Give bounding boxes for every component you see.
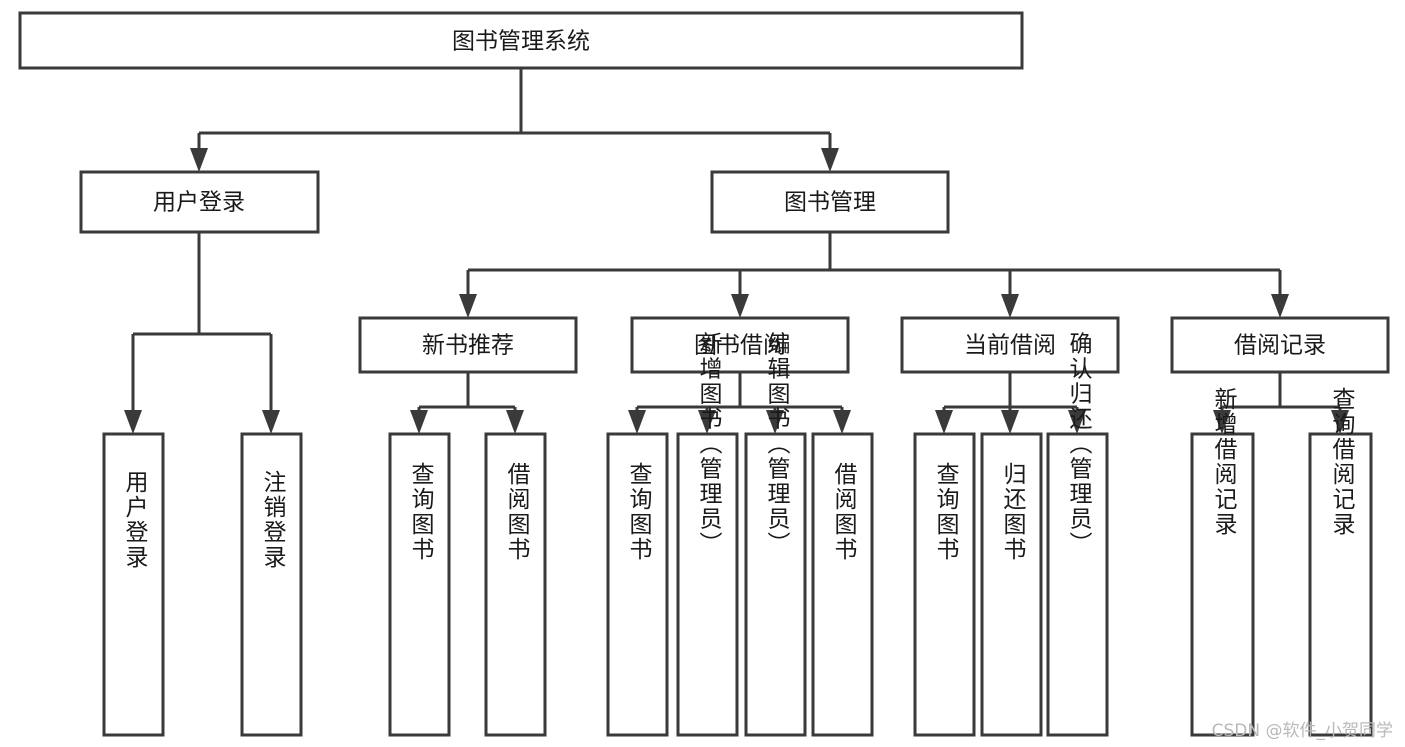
arrow-to-book-manage [821,148,839,172]
node-leaf-add-book[interactable]: 新增图书（管理员） [676,332,739,737]
arrow-to-current-borrow [1001,294,1019,318]
node-leaf-user-login-label: 用户登录 [121,470,149,570]
node-new-book-recommend[interactable]: 新书推荐 [358,316,578,374]
node-leaf-query-book-1-label: 查询图书 [407,462,435,562]
node-leaf-add-record[interactable]: 新增借阅记录 [1190,387,1255,737]
node-leaf-borrow-book-2-box[interactable] [811,432,874,737]
node-book-borrow-box[interactable] [630,316,850,374]
node-leaf-add-record-box[interactable] [1190,432,1255,737]
node-leaf-add-book-label: 新增图书（管理员） [695,332,723,557]
node-leaf-query-book-1[interactable]: 查询图书 [388,432,451,737]
node-leaf-borrow-book-2[interactable]: 借阅图书 [811,432,874,737]
arrow-leaf-query-record [1331,410,1349,434]
node-leaf-query-book-1-box[interactable] [388,432,451,737]
arrow-leaf-query-book-3 [935,410,953,434]
arrow-to-new-book [459,294,477,318]
node-book-manage[interactable]: 图书管理 [710,170,950,234]
node-leaf-borrow-book-2-label: 借阅图书 [830,462,858,562]
node-leaf-borrow-book-1-label: 借阅图书 [503,462,531,562]
node-leaf-query-book-2[interactable]: 查询图书 [606,432,669,737]
node-leaf-logout-label: 注销登录 [259,470,287,570]
node-book-borrow[interactable]: 图书借阅 [630,316,850,374]
node-borrow-record[interactable]: 借阅记录 [1170,316,1390,374]
arrow-leaf-return-book [1001,410,1019,434]
node-leaf-query-book-3[interactable]: 查询图书 [913,432,976,737]
node-new-book-recommend-box[interactable] [358,316,578,374]
arrow-to-borrow-record [1271,294,1289,318]
node-leaf-logout[interactable]: 注销登录 [240,432,303,737]
arrow-leaf-borrow-book-2 [833,410,851,434]
arrow-leaf-add-book [698,410,716,434]
node-leaf-user-login-box[interactable] [102,432,165,737]
node-leaf-user-login[interactable]: 用户登录 [102,432,165,737]
node-borrow-record-box[interactable] [1170,316,1390,374]
node-leaf-logout-box[interactable] [240,432,303,737]
node-book-borrow-label: 图书借阅 [694,333,786,359]
node-leaf-confirm-return[interactable]: 确认归还（管理员） [1046,332,1109,737]
node-root-box[interactable] [18,11,1024,70]
node-book-manage-label: 图书管理 [784,190,876,216]
node-leaf-return-book-box[interactable] [980,432,1043,737]
node-leaf-query-book-2-label: 查询图书 [625,462,653,562]
node-leaf-query-book-3-label: 查询图书 [932,462,960,562]
node-root-label: 图书管理系统 [452,29,590,55]
node-leaf-edit-book-label: 编辑图书（管理员） [763,332,791,557]
arrow-leaf-confirm-return [1068,410,1086,434]
node-new-book-recommend-label: 新书推荐 [422,333,514,359]
node-leaf-borrow-book-1[interactable]: 借阅图书 [484,432,547,737]
csdn-watermark: CSDN @软件_小贺同学 [1211,721,1393,741]
node-leaf-add-record-label: 新增借阅记录 [1210,387,1238,537]
arrow-leaf-add-record [1213,410,1231,434]
node-leaf-add-book-box[interactable] [676,432,739,737]
node-current-borrow-label: 当前借阅 [964,333,1056,359]
node-leaf-edit-book-box[interactable] [744,432,807,737]
node-leaf-return-book[interactable]: 归还图书 [980,432,1043,737]
node-leaf-query-record[interactable]: 查询借阅记录 [1308,387,1373,737]
node-book-manage-box[interactable] [710,170,950,234]
node-leaf-return-book-label: 归还图书 [999,462,1027,562]
arrow-leaf-logout [262,410,280,434]
node-leaf-confirm-return-box[interactable] [1046,432,1109,737]
arrow-to-book-borrow [731,294,749,318]
node-current-borrow-box[interactable] [900,316,1120,374]
node-leaf-borrow-book-1-box[interactable] [484,432,547,737]
arrow-leaf-user-login [124,410,142,434]
node-root[interactable]: 图书管理系统 [18,11,1024,70]
node-user-login[interactable]: 用户登录 [79,170,320,234]
arrow-leaf-borrow-book-1 [506,410,524,434]
connector-layer [124,68,1349,434]
node-leaf-query-record-box[interactable] [1308,432,1373,737]
node-leaf-query-book-2-box[interactable] [606,432,669,737]
arrow-to-user-login [190,148,208,172]
node-leaf-edit-book[interactable]: 编辑图书（管理员） [744,332,807,737]
node-user-login-label: 用户登录 [153,190,245,216]
node-leaf-query-book-3-box[interactable] [913,432,976,737]
node-current-borrow[interactable]: 当前借阅 [900,316,1120,374]
arrow-leaf-query-book-2 [628,410,646,434]
node-borrow-record-label: 借阅记录 [1234,333,1326,359]
arrow-leaf-edit-book [766,410,784,434]
node-user-login-box[interactable] [79,170,320,234]
node-leaf-query-record-label: 查询借阅记录 [1328,387,1356,537]
node-leaf-confirm-return-label: 确认归还（管理员） [1065,332,1093,557]
arrow-leaf-query-book-1 [410,410,428,434]
